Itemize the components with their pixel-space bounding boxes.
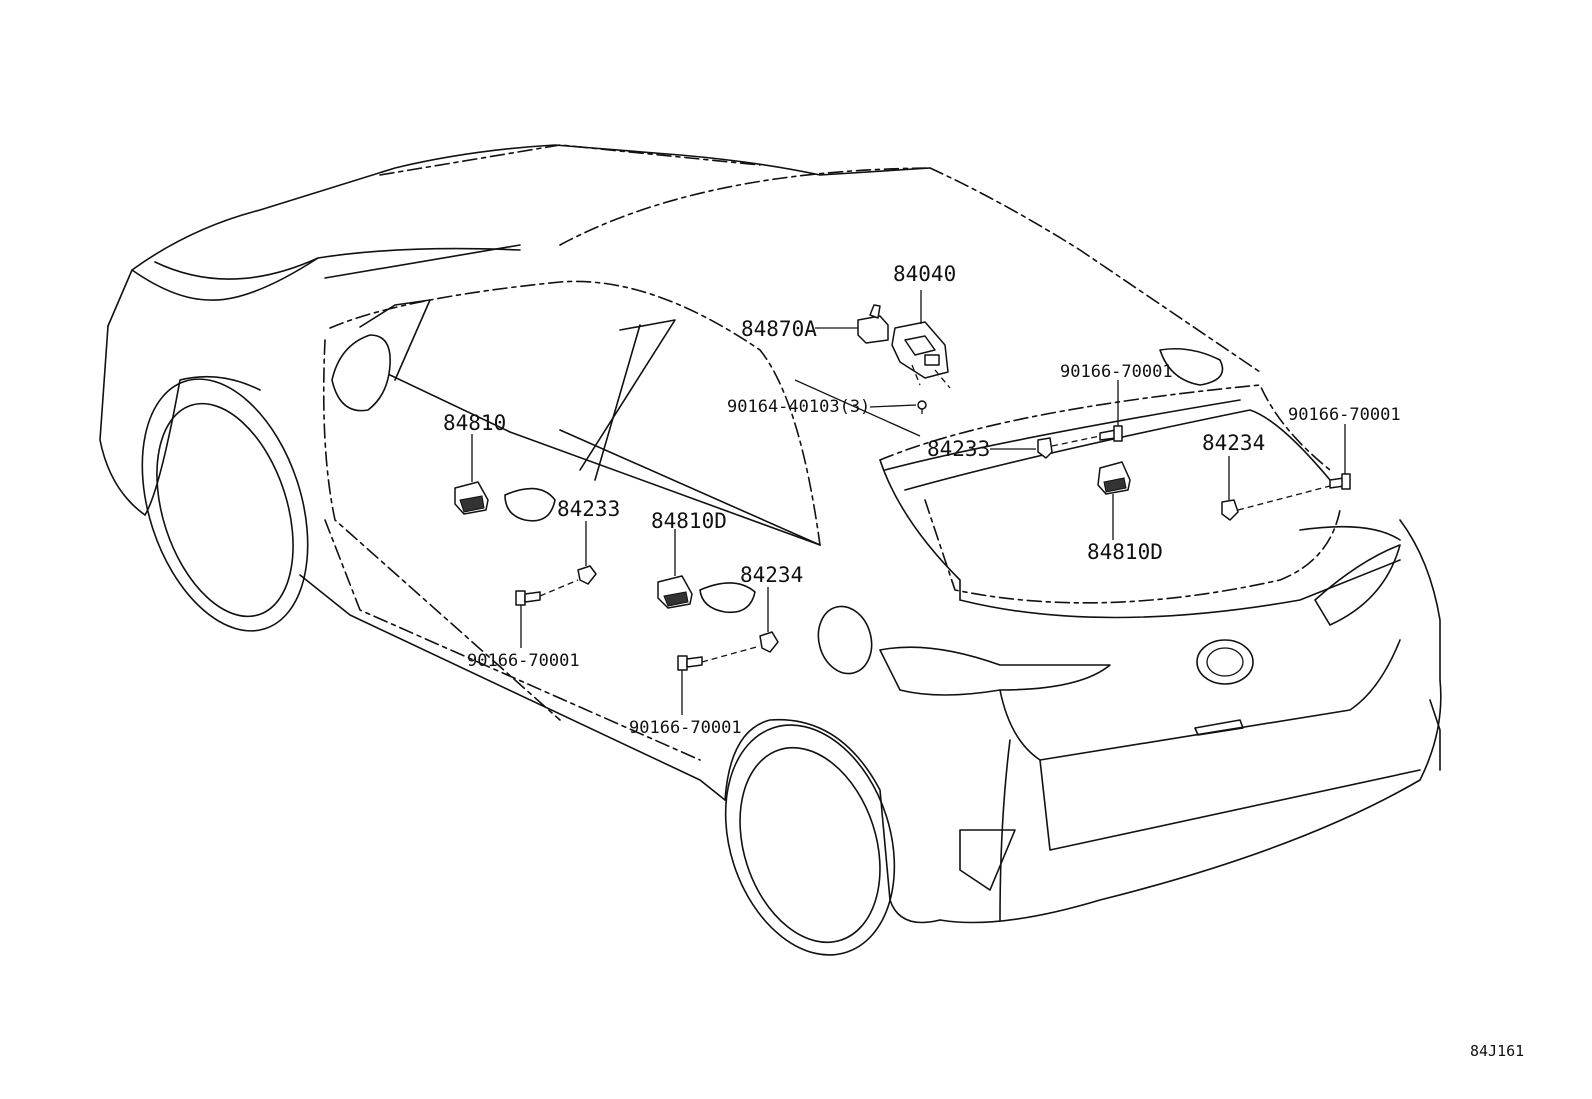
label-84040: 84040 xyxy=(893,262,956,286)
switch-84810d-rear xyxy=(1097,461,1131,495)
switch-84810-front xyxy=(454,481,489,515)
clip-84234-rear-door xyxy=(759,631,779,653)
callout-labels: 84040 84870A 90164-40103(3) 84233 90166-… xyxy=(443,262,1524,1060)
clip-84233-top xyxy=(1037,437,1053,459)
part-84870a xyxy=(857,304,889,344)
label-90166-front: 90166-70001 xyxy=(467,651,580,671)
label-84810d-rear: 84810D xyxy=(1087,540,1163,564)
label-84810-front: 84810 xyxy=(443,411,506,435)
screw-90166-right xyxy=(1329,473,1351,490)
label-84870a: 84870A xyxy=(741,317,817,341)
label-84234-rear-door: 84234 xyxy=(740,563,803,587)
figure-reference: 84J161 xyxy=(1470,1042,1524,1060)
screw-90164-40103 xyxy=(917,400,927,414)
label-84234-right: 84234 xyxy=(1202,431,1265,455)
label-84233-top: 84233 xyxy=(927,437,990,461)
label-90166-top: 90166-70001 xyxy=(1060,362,1173,382)
clip-84233-front xyxy=(577,565,597,585)
leader-lines xyxy=(471,290,1346,715)
screw-90166-top xyxy=(1099,425,1123,442)
screw-90166-rear-door xyxy=(677,655,703,671)
part-84040 xyxy=(891,321,951,389)
label-90166-right: 90166-70001 xyxy=(1288,405,1401,425)
switch-84810d-rear-door xyxy=(657,575,693,609)
parts xyxy=(454,304,1351,671)
label-84233-front: 84233 xyxy=(557,497,620,521)
label-84810d-rear-door: 84810D xyxy=(651,509,727,533)
label-90164-40103: 90164-40103(3) xyxy=(727,397,870,417)
clip-84234-right xyxy=(1221,499,1239,521)
vehicle-outline xyxy=(99,144,1442,956)
screw-90166-front xyxy=(515,590,541,606)
label-90166-rear-door: 90166-70001 xyxy=(629,718,742,738)
